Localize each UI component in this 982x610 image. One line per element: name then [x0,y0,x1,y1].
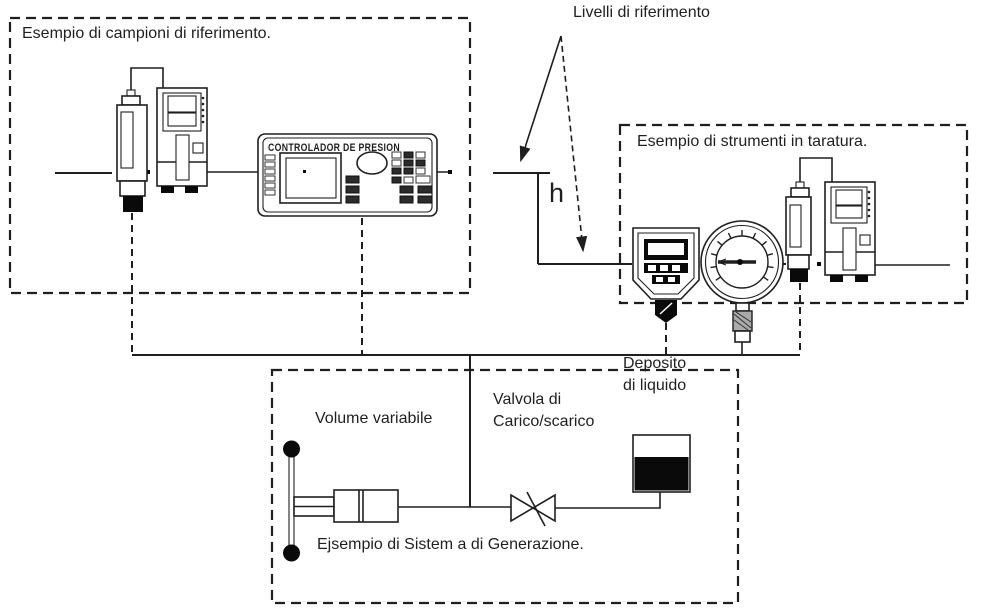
junction-dot [448,170,452,174]
junction-dot [817,262,821,266]
valve-to-tank-line [555,492,661,509]
calibration-box-label: Esempio di strumenti in taratura. [637,133,867,150]
controller-title: CONTROLADOR DE PRESION [268,142,400,154]
valve-label-line2: Carico/scarico [493,413,594,430]
gauge-scale-ticks [710,230,774,281]
reference-standards-box [8,16,472,295]
height-h-label: h [549,178,564,208]
reference-box-label: Esempio di campioni di riferimento. [22,25,271,42]
gauge-needle [717,258,756,266]
valve-label-line1: Valvola di [493,391,561,408]
variable-volume-press [283,440,399,562]
pressure-controller: CONTROLADOR DE PRESION [257,133,438,217]
reference-level-arrows [519,35,588,253]
reference-levels-label: Livelli di riferimento [573,4,710,21]
analog-pressure-gauge [700,220,784,355]
controller-keypad [345,151,433,204]
calibrated-indicator [824,181,876,282]
reference-transducer [116,67,164,212]
load-unload-valve [510,491,556,527]
instruments-under-calibration-box [618,123,969,305]
tank-label-line2: di liquido [623,377,686,394]
digital-pressure-gauge [632,227,700,323]
generation-system-box [270,368,740,605]
junction-dot [146,170,150,174]
tank-label-line1: Deposito [623,355,686,372]
variable-volume-label: Volume variabile [315,410,433,427]
generation-box-label: Ejsempio di Sistem a di Generazione. [317,536,584,553]
reference-indicator [156,87,208,193]
calibrated-transducer [785,157,833,282]
liquid-reservoir-tank [632,434,691,493]
controller-knob [356,151,388,175]
